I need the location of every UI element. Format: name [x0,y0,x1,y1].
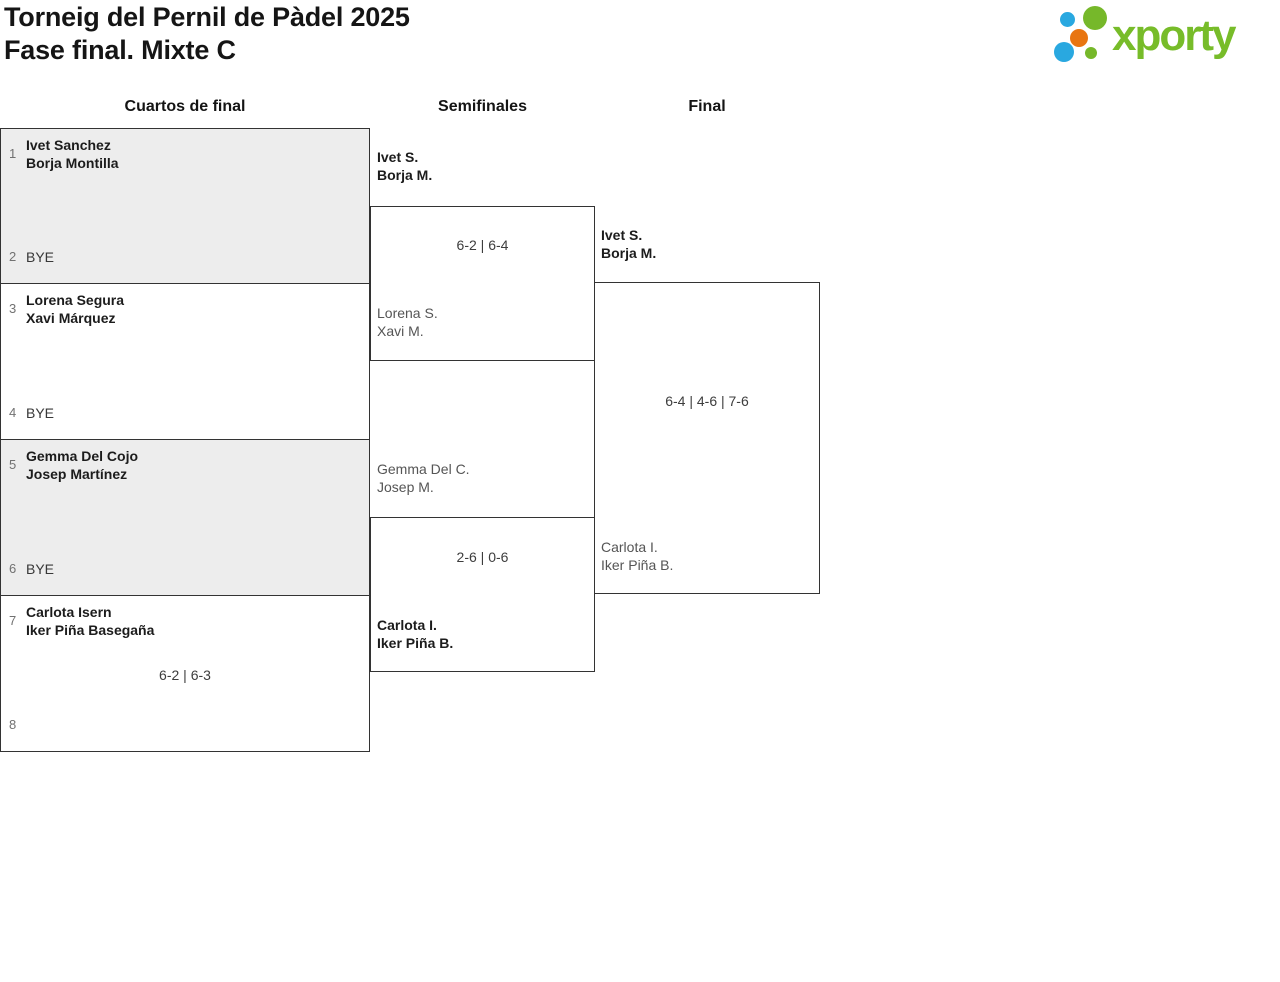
player-short-name-2: Iker Piña B. [601,557,674,573]
seed-number: 4 [9,405,17,420]
column-header-semifinals: Semifinales [438,98,527,115]
seed-number: 1 [9,146,17,161]
logo-wordmark: xporty [1112,11,1236,60]
final-runnerup-label: Carlota I. Iker Piña B. [601,538,673,574]
page-title: Torneig del Pernil de Pàdel 2025 Fase fi… [4,1,410,67]
seed-number: 2 [9,249,17,264]
player-name-2: Iker Piña Basegaña [26,622,155,638]
player-name-2: Borja Montilla [26,155,119,171]
player-short-name-2: Iker Piña B. [377,635,454,651]
final-winner-label: Ivet S. Borja M. [601,226,656,262]
semifinal-2-loser-label: Gemma Del C. Josep M. [377,460,470,496]
match-team-bottom: 2 BYE [9,248,361,266]
match-box-quarterfinal-2: 3 Lorena Segura Xavi Márquez 4 BYE [0,283,370,440]
match-box-quarterfinal-3: 5 Gemma Del Cojo Josep Martínez 6 BYE [0,439,370,596]
xporty-logo[interactable]: xporty [1050,0,1278,74]
team-names: Gemma Del Cojo Josep Martínez [26,447,138,483]
team-names: Ivet Sanchez Borja Montilla [26,136,119,172]
player-short-name-1: Ivet S. [601,227,643,243]
player-short-name-2: Josep M. [377,479,434,495]
column-header-quarterfinals: Cuartos de final [124,98,246,115]
match-team-bottom: 6 BYE [9,560,361,578]
semifinal-1-winner-label: Ivet S. Borja M. [377,148,432,184]
match-team-bottom: 4 BYE [9,404,361,422]
player-name-1: Ivet Sanchez [26,137,111,153]
bye-label: BYE [26,405,55,421]
seed-number: 3 [9,301,17,316]
logo-dot-green-big [1083,6,1107,30]
player-name-1: Carlota Isern [26,604,112,620]
seed-number: 5 [9,457,17,472]
player-short-name-1: Ivet S. [377,149,419,165]
final-score: 6-4 | 4-6 | 7-6 [665,393,749,409]
logo-dot-orange [1070,29,1088,47]
team-names: Carlota Isern Iker Piña Basegaña [26,603,154,639]
match-team-top: 7 Carlota Isern Iker Piña Basegaña [9,603,361,639]
player-short-name-1: Lorena S. [377,305,438,321]
player-short-name-1: Carlota I. [377,617,437,633]
match-team-top: 1 Ivet Sanchez Borja Montilla [9,136,361,172]
semifinal-2-winner-label: Carlota I. Iker Piña B. [377,616,453,652]
logo-dot-blue-bottom [1054,42,1074,62]
semifinal-2-score: 2-6 | 0-6 [456,549,509,565]
page-title-line2: Fase final. Mixte C [4,35,236,65]
player-name-2: Xavi Márquez [26,310,116,326]
semifinal-1-loser-label: Lorena S. Xavi M. [377,304,438,340]
semifinal-1-score: 6-2 | 6-4 [456,237,509,253]
player-name-2: Josep Martínez [26,466,128,482]
player-name-1: Gemma Del Cojo [26,448,139,464]
match-score: 6-2 | 6-3 [159,667,211,683]
match-box-semifinal-2 [370,517,595,672]
column-header-final: Final [688,98,726,115]
bye-label: BYE [26,249,55,265]
match-box-quarterfinal-4: 7 Carlota Isern Iker Piña Basegaña 6-2 |… [0,595,370,752]
seed-number: 7 [9,613,17,628]
seed-number: 8 [9,717,17,732]
match-team-top: 5 Gemma Del Cojo Josep Martínez [9,447,361,483]
player-short-name-1: Carlota I. [601,539,658,555]
logo-dot-green-small [1085,47,1097,59]
match-team-bottom: 8 [9,716,361,734]
seed-number: 6 [9,561,17,576]
player-short-name-1: Gemma Del C. [377,461,470,477]
bye-label: BYE [26,561,55,577]
player-short-name-2: Xavi M. [377,323,424,339]
player-short-name-2: Borja M. [377,167,433,183]
page-title-line1: Torneig del Pernil de Pàdel 2025 [4,2,410,32]
player-name-1: Lorena Segura [26,292,125,308]
player-short-name-2: Borja M. [601,245,657,261]
match-team-top: 3 Lorena Segura Xavi Márquez [9,291,361,327]
logo-dot-blue-top [1060,12,1075,27]
team-names: Lorena Segura Xavi Márquez [26,291,124,327]
match-box-final [594,282,820,594]
match-box-quarterfinal-1: 1 Ivet Sanchez Borja Montilla 2 BYE [0,128,370,284]
